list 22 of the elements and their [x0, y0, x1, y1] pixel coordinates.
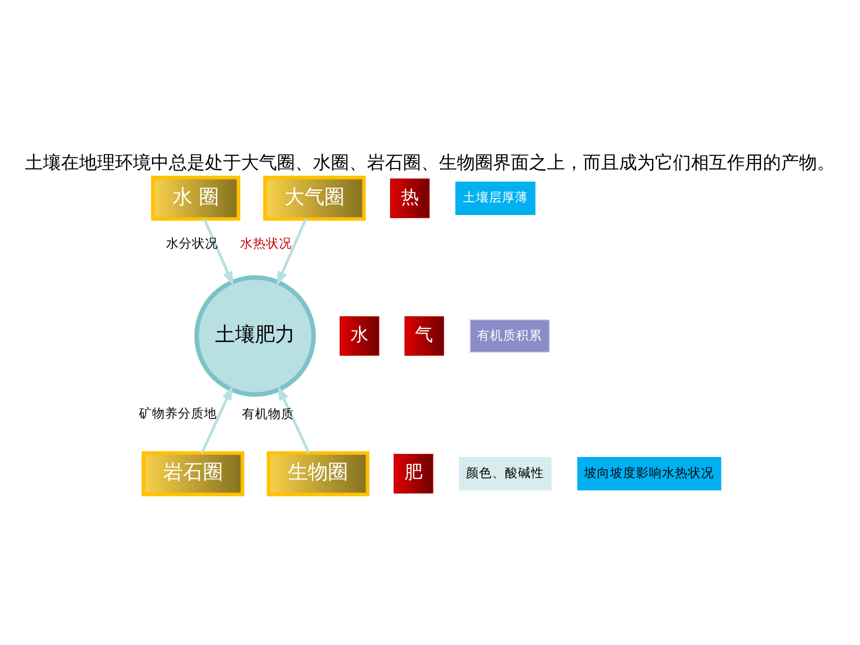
node-box: 热: [390, 178, 430, 218]
edge-label: 有机物质: [242, 406, 294, 421]
node-box: 土壤层厚薄: [455, 182, 536, 215]
arrow: [278, 386, 310, 454]
node-circle: 土壤肥力: [194, 275, 316, 397]
node-box: 生物圈: [266, 451, 370, 496]
node-box: 水: [340, 316, 380, 356]
edge-label: 矿物养分质地: [138, 406, 217, 421]
node-box: 水 圈: [151, 176, 240, 221]
diagram-title: 土壤在地理环境中总是处于大气圈、水圈、岩石圈、生物圈界面之上，而且成为它们相互作用的产物。: [25, 152, 835, 174]
arrow: [203, 218, 234, 286]
node-box: 气: [404, 316, 444, 356]
edge-label: 水分状况: [166, 235, 218, 250]
arrow: [276, 218, 307, 286]
node-box: 大气圈: [263, 176, 366, 221]
arrow: [200, 386, 233, 454]
edge-label: 水热状况: [240, 235, 292, 250]
node-box: 岩石圈: [142, 451, 244, 496]
node-box: 有机质积累: [470, 319, 550, 353]
node-box: 肥: [394, 454, 434, 494]
node-box: 颜色、酸碱性: [458, 457, 552, 490]
node-box: 坡向坡度影响水热状况: [577, 457, 722, 490]
